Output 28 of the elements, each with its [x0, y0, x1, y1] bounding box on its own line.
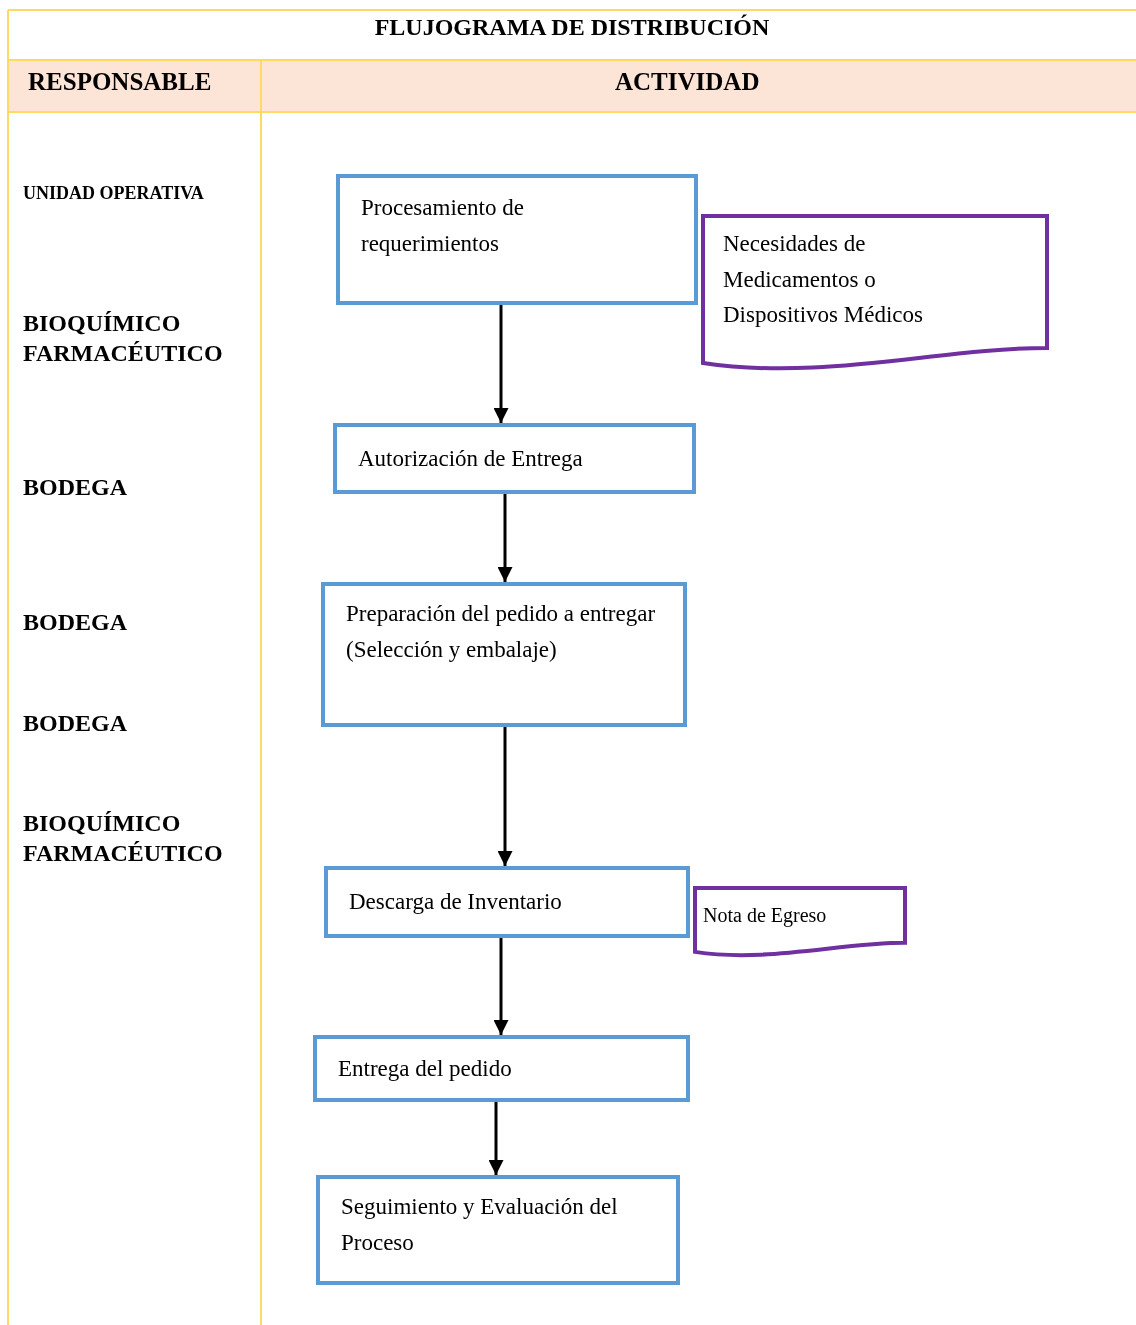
- responsible-label: BODEGA: [23, 608, 128, 637]
- arrow: [497, 494, 513, 582]
- arrow: [493, 305, 509, 423]
- node-text: Autorización de Entrega: [358, 445, 584, 473]
- node-text: Necesidades de Medicamentos o Dispositivos Médicos: [723, 230, 924, 330]
- responsible-label: BIOQUÍMICO FARMACÉUTICO: [23, 309, 224, 368]
- process-box: [336, 174, 698, 305]
- arrow: [493, 938, 509, 1035]
- process-box: [333, 423, 696, 494]
- node-text: Procesamiento de requerimientos: [361, 194, 525, 258]
- node-text: Nota de Egreso: [703, 903, 828, 929]
- arrow: [497, 727, 513, 866]
- arrow: [488, 1102, 504, 1175]
- node-text: Preparación del pedido a entregar (Selección y embalaje): [346, 600, 657, 664]
- node-text: Seguimiento y Evaluación del Proceso: [341, 1193, 619, 1257]
- process-box: [321, 582, 687, 727]
- column-header: RESPONSABLE: [28, 67, 213, 97]
- node-text: Entrega del pedido: [338, 1055, 513, 1083]
- process-box: [313, 1035, 690, 1102]
- process-box: [324, 866, 690, 938]
- process-box: [316, 1175, 680, 1285]
- responsible-label: BIOQUÍMICO FARMACÉUTICO: [23, 809, 224, 868]
- node-text: Descarga de Inventario: [349, 888, 563, 916]
- responsible-label: UNIDAD OPERATIVA: [23, 182, 205, 205]
- responsible-label: BODEGA: [23, 709, 128, 738]
- column-header: ACTIVIDAD: [615, 67, 761, 97]
- title: FLUJOGRAMA DE DISTRIBUCIÓN: [373, 14, 771, 41]
- responsible-label: BODEGA: [23, 473, 128, 502]
